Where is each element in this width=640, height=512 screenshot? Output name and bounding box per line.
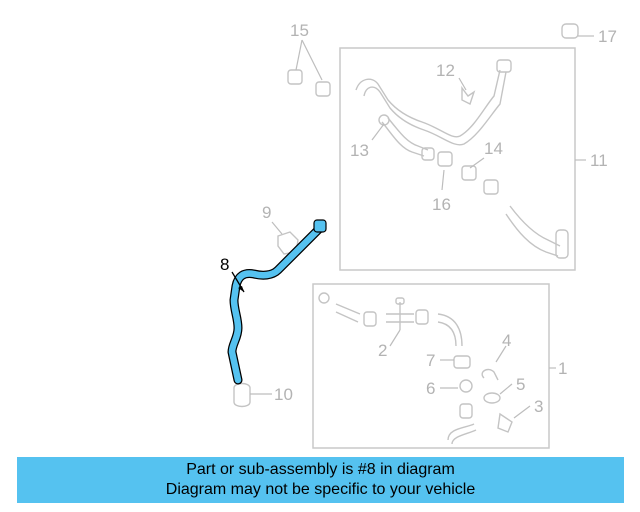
callout-14: 14 — [484, 139, 503, 158]
assembly-11-box — [339, 47, 576, 271]
callout-6: 6 — [426, 379, 435, 398]
callout-17: 17 — [598, 27, 617, 46]
loose-parts — [233, 23, 579, 408]
info-banner: Part or sub-assembly is #8 in diagram Di… — [17, 457, 624, 503]
callout-15: 15 — [290, 21, 309, 40]
banner-line-disclaimer: Diagram may not be specific to your vehi… — [165, 481, 476, 498]
callout-16: 16 — [432, 195, 451, 214]
callout-13: 13 — [350, 141, 369, 160]
callout-11: 11 — [590, 151, 608, 170]
callout-9: 9 — [262, 203, 271, 222]
callout-3: 3 — [534, 397, 543, 416]
callout-5: 5 — [516, 375, 525, 394]
callout-2: 2 — [378, 341, 387, 360]
assembly-1-box — [312, 283, 550, 449]
callout-4: 4 — [502, 331, 511, 350]
hose-part-8[interactable] — [227, 219, 327, 385]
assembly-11-parts — [355, 59, 569, 259]
assembly-1-parts — [318, 292, 513, 445]
callout-10: 10 — [274, 385, 293, 404]
callout-labels: 15 17 12 13 14 16 11 9 8 10 2 7 6 4 5 3 … — [220, 21, 617, 416]
callout-1: 1 — [558, 359, 567, 378]
leader-lines — [231, 35, 594, 419]
callout-8: 8 — [220, 255, 229, 274]
banner-line-part: Part or sub-assembly is #8 in diagram — [186, 461, 455, 478]
callout-12: 12 — [436, 61, 455, 80]
callout-7: 7 — [426, 351, 435, 370]
